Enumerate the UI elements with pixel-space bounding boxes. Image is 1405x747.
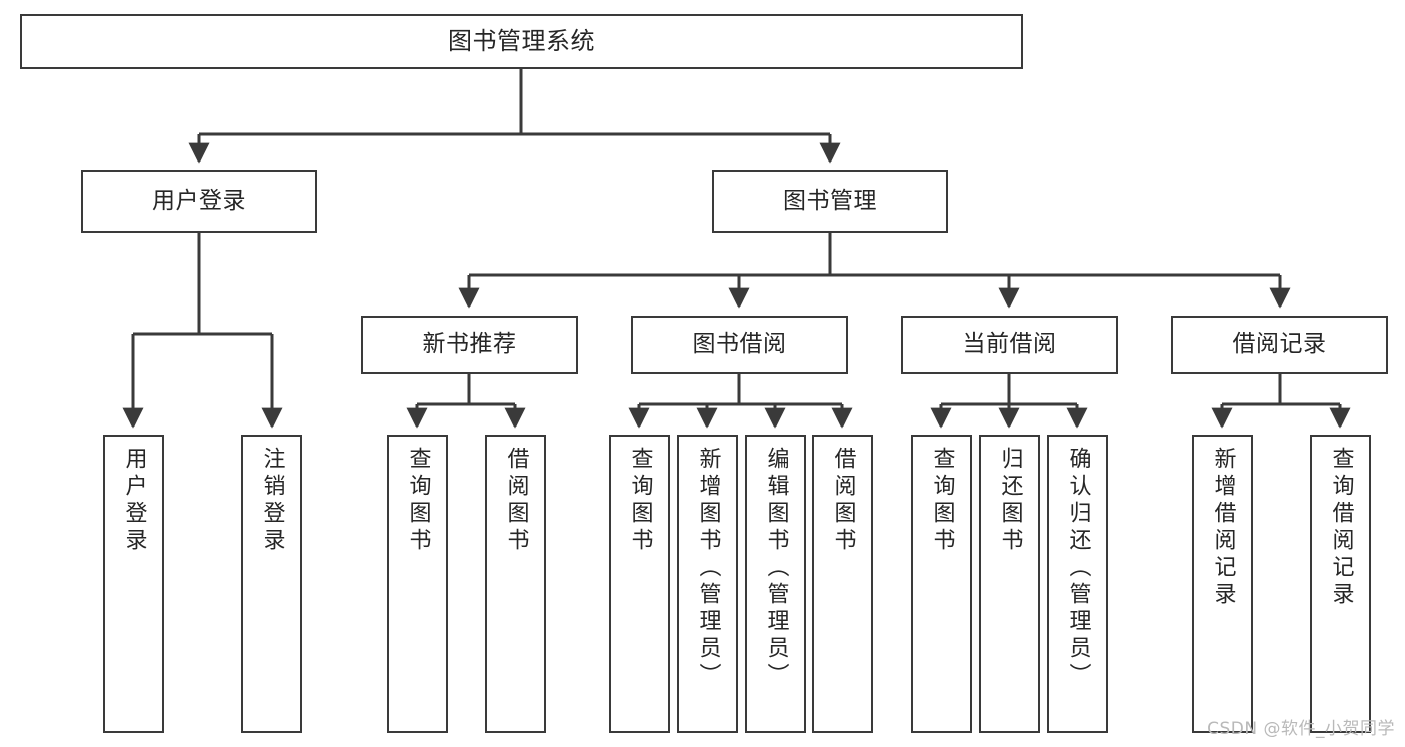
leaf-current-borrow-confirm[interactable]: 确认归还（管理员）: [1047, 435, 1108, 733]
leaf-borrow-record-query-label: 查询借阅记录: [1328, 447, 1354, 609]
node-new-book-recommend[interactable]: 新书推荐: [361, 316, 578, 374]
leaf-user-login-logout-label: 注销登录: [259, 447, 285, 555]
leaf-book-borrow-borrow[interactable]: 借阅图书: [812, 435, 873, 733]
leaf-borrow-record-add[interactable]: 新增借阅记录: [1192, 435, 1253, 733]
leaf-borrow-record-add-label: 新增借阅记录: [1210, 447, 1236, 609]
leaf-book-borrow-query-label: 查询图书: [627, 447, 653, 555]
node-new-book-recommend-label: 新书推荐: [422, 331, 517, 358]
node-root[interactable]: 图书管理系统: [20, 14, 1023, 69]
leaf-book-borrow-query[interactable]: 查询图书: [609, 435, 670, 733]
leaf-new-book-borrow[interactable]: 借阅图书: [485, 435, 546, 733]
leaf-user-login-signin-label: 用户登录: [121, 447, 147, 555]
node-book-borrow-label: 图书借阅: [692, 331, 787, 358]
leaf-user-login-logout[interactable]: 注销登录: [241, 435, 302, 733]
leaf-book-borrow-add-label: 新增图书（管理员）: [695, 447, 721, 690]
leaf-book-borrow-edit[interactable]: 编辑图书（管理员）: [745, 435, 806, 733]
node-root-label: 图书管理系统: [448, 27, 595, 56]
leaf-current-borrow-query-label: 查询图书: [929, 447, 955, 555]
leaf-new-book-borrow-label: 借阅图书: [503, 447, 529, 555]
node-book-borrow[interactable]: 图书借阅: [631, 316, 848, 374]
node-book-management[interactable]: 图书管理: [712, 170, 948, 233]
leaf-user-login-signin[interactable]: 用户登录: [103, 435, 164, 733]
leaf-book-borrow-edit-label: 编辑图书（管理员）: [763, 447, 789, 690]
leaf-current-borrow-query[interactable]: 查询图书: [911, 435, 972, 733]
node-book-management-label: 图书管理: [783, 187, 877, 214]
leaf-current-borrow-confirm-label: 确认归还（管理员）: [1065, 447, 1091, 690]
leaf-current-borrow-return-label: 归还图书: [997, 447, 1023, 555]
leaf-new-book-query-label: 查询图书: [405, 447, 431, 555]
node-current-borrow[interactable]: 当前借阅: [901, 316, 1118, 374]
node-user-login-label: 用户登录: [152, 187, 246, 214]
leaf-current-borrow-return[interactable]: 归还图书: [979, 435, 1040, 733]
leaf-book-borrow-borrow-label: 借阅图书: [830, 447, 856, 555]
node-current-borrow-label: 当前借阅: [962, 331, 1057, 358]
node-user-login[interactable]: 用户登录: [81, 170, 317, 233]
watermark-text: CSDN @软件_小贺同学: [1207, 719, 1395, 739]
leaf-borrow-record-query[interactable]: 查询借阅记录: [1310, 435, 1371, 733]
leaf-new-book-query[interactable]: 查询图书: [387, 435, 448, 733]
leaf-book-borrow-add[interactable]: 新增图书（管理员）: [677, 435, 738, 733]
node-borrow-record-label: 借阅记录: [1232, 331, 1327, 358]
node-borrow-record[interactable]: 借阅记录: [1171, 316, 1388, 374]
